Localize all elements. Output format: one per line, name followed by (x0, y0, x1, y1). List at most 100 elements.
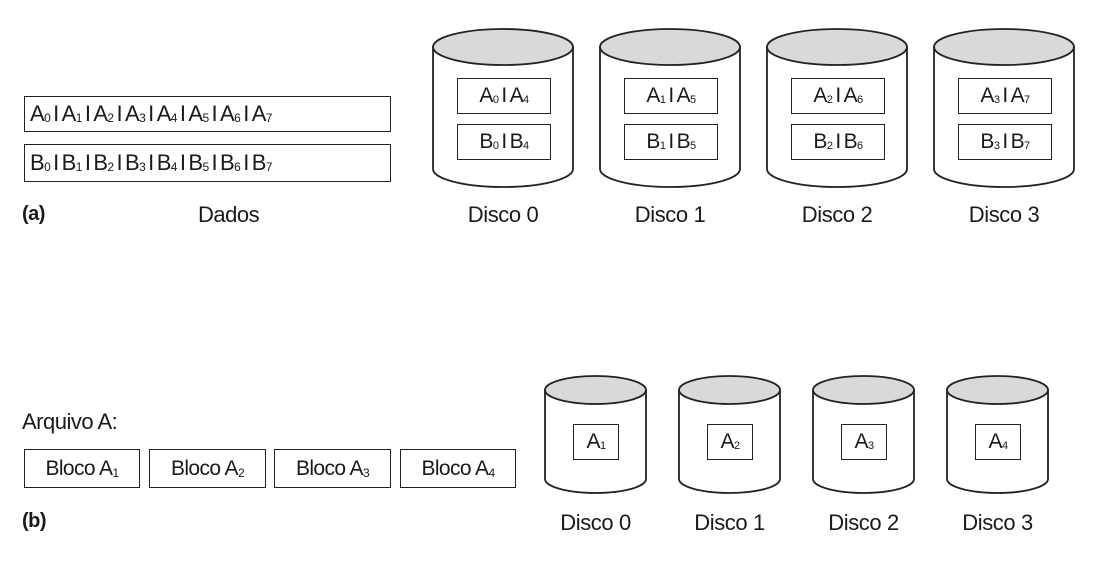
cell-letter: A (646, 84, 660, 107)
data-label: Dados (198, 202, 260, 227)
stripe-a6-letter: A (220, 101, 235, 126)
stripe-b1-subscript: 1 (75, 160, 83, 174)
disk-body (599, 46, 741, 188)
disk-block-subscript: 2 (733, 440, 740, 452)
separator: I (243, 101, 249, 126)
disk-top (946, 375, 1049, 405)
stripe-b4-letter: B (156, 150, 172, 175)
separator: I (243, 150, 249, 175)
block-text: Bloco A (170, 456, 239, 480)
disk-top (678, 375, 781, 405)
cell-subscript: 3 (993, 94, 1000, 106)
cell-subscript: 7 (1024, 140, 1030, 152)
stripe-b2-subscript: 2 (107, 160, 114, 174)
stripe-b0-letter: B (30, 150, 45, 175)
stripe-b3-subscript: 3 (139, 160, 146, 174)
cell-subscript: 1 (659, 94, 666, 106)
disk-top (432, 28, 574, 66)
cell-subscript: 0 (492, 94, 499, 106)
disk-body (766, 46, 908, 188)
cell-letter: B (479, 130, 493, 153)
block-text: Bloco A (295, 456, 364, 480)
separator: I (148, 101, 154, 126)
cell-subscript: 7 (1024, 94, 1030, 106)
cell-letter: A (1010, 84, 1025, 107)
stripe-b5-letter: B (188, 150, 203, 175)
cell-letter: B (646, 130, 660, 153)
cell-subscript: 6 (857, 94, 863, 106)
block-text: Bloco A (421, 456, 489, 480)
disk-a-3-label: Disco 3 (968, 202, 1040, 227)
stripe-a2-letter: A (93, 101, 108, 126)
separator: I (1002, 84, 1008, 107)
separator: I (1002, 130, 1008, 153)
separator: I (668, 130, 674, 153)
cell-subscript: 0 (492, 140, 499, 152)
stripe-b7-subscript: 7 (265, 160, 273, 174)
stripe-a4-subscript: 4 (170, 111, 178, 125)
cell-letter: B (843, 130, 858, 153)
cell-letter: A (843, 84, 858, 107)
separator: I (501, 84, 507, 107)
separator: I (179, 150, 186, 175)
disk-block-subscript: 3 (867, 440, 874, 452)
cell-letter: B (1010, 130, 1025, 153)
stripe-b7-letter: B (251, 150, 267, 175)
stripe-b0-subscript: 0 (44, 160, 51, 174)
cell-subscript: 1 (659, 140, 666, 152)
cell-subscript: 2 (826, 94, 833, 106)
separator: I (179, 101, 186, 126)
cell-letter: A (676, 84, 691, 107)
disk-a-2-label: Disco 2 (801, 202, 873, 227)
part-b-tag: (b) (22, 510, 47, 532)
cell-subscript: 4 (523, 94, 529, 106)
stripe-a0-subscript: 0 (44, 111, 51, 125)
cell-subscript: 5 (690, 140, 696, 152)
stripe-a1-subscript: 1 (75, 111, 83, 125)
stripe-a0-letter: A (30, 101, 45, 126)
stripe-a7-letter: A (251, 101, 267, 126)
stripe-a5-letter: A (188, 101, 203, 126)
disk-top (544, 375, 647, 405)
cell-subscript: 4 (523, 140, 529, 152)
cell-letter: B (676, 130, 691, 153)
stripe-b6-letter: B (220, 150, 235, 175)
disk-a-0-label: Disco 0 (467, 202, 539, 227)
disk-block-subscript: 1 (599, 440, 606, 452)
separator: I (148, 150, 154, 175)
separator: I (53, 150, 59, 175)
stripe-b1-letter: B (61, 150, 77, 175)
block-subscript: 4 (488, 465, 495, 480)
stripe-a1-letter: A (61, 101, 77, 126)
separator: I (84, 101, 91, 126)
stripe-a6-subscript: 6 (234, 111, 241, 125)
stripe-a5-subscript: 5 (202, 111, 209, 125)
separator: I (835, 130, 841, 153)
separator: I (116, 101, 123, 126)
separator: I (211, 101, 218, 126)
block-subscript: 2 (237, 465, 245, 480)
block-text: Bloco A (45, 456, 113, 480)
cell-subscript: 2 (826, 140, 833, 152)
separator: I (835, 84, 841, 107)
